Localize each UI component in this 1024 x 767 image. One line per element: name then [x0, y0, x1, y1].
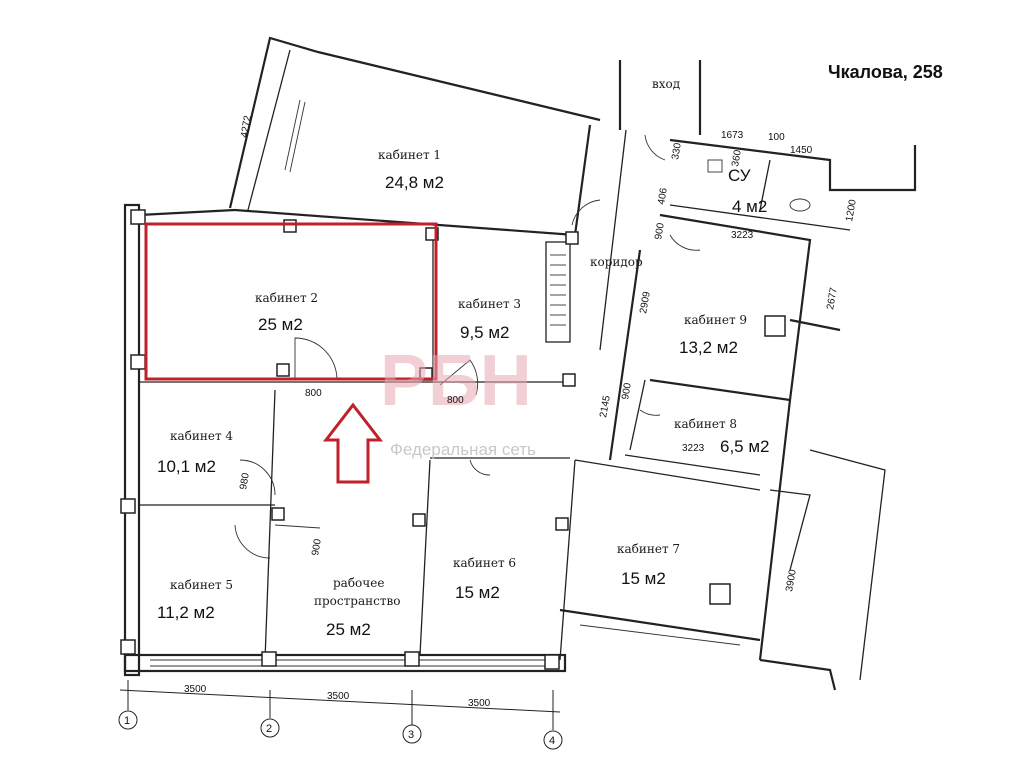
room-1-area: 24,8 м2: [385, 173, 444, 192]
room-7-name: кабинет 7: [617, 542, 680, 556]
dim-2677: 2677: [825, 286, 840, 310]
highlight-kabinet-2: [144, 222, 438, 381]
dim-2909: 2909: [638, 290, 653, 314]
entrance-label: вход: [652, 77, 680, 91]
dim-406: 406: [656, 187, 670, 206]
axis-dim-2: 3500: [327, 691, 350, 702]
workspace-area: 25 м2: [326, 620, 371, 639]
axis-3: 3: [408, 729, 414, 741]
corridor-name: коридор: [590, 255, 643, 269]
dim-800b: 800: [447, 395, 464, 406]
dim-3223a: 3223: [731, 230, 754, 241]
dim-100: 100: [768, 132, 785, 143]
address-title: Чкалова, 258: [828, 62, 943, 82]
dim-4272: 4272: [239, 114, 254, 138]
dim-800a: 800: [305, 388, 322, 399]
room-2-name: кабинет 2: [255, 291, 318, 305]
dimensions: 4272 1673 100 1450 360 330 406 900 1200 …: [238, 114, 859, 592]
watermark-logo: РБН: [380, 341, 532, 421]
dim-1673: 1673: [721, 130, 744, 141]
axis-4: 4: [549, 735, 555, 747]
room-4-name: кабинет 4: [170, 429, 233, 443]
room-5-area: 11,2 м2: [157, 603, 215, 622]
room-8-name: кабинет 8: [674, 417, 737, 431]
dim-900b: 900: [620, 382, 634, 401]
dim-900c: 900: [310, 538, 324, 557]
room-6-name: кабинет 6: [453, 556, 516, 570]
room-5-name: кабинет 5: [170, 578, 233, 592]
axis-2: 2: [266, 723, 272, 735]
shaft-hatch: [550, 254, 566, 326]
dim-360: 360: [730, 149, 744, 168]
watermark-text: Федеральная сеть: [390, 440, 536, 459]
dim-1200: 1200: [844, 198, 859, 222]
axis-dim-3: 3500: [468, 698, 491, 709]
room-7-area: 15 м2: [621, 569, 666, 588]
wc-fixtures: [707, 159, 811, 212]
dim-1450: 1450: [790, 145, 813, 156]
room-1-name: кабинет 1: [378, 148, 441, 162]
axis-1: 1: [124, 715, 130, 727]
dim-330: 330: [670, 142, 684, 161]
room-3-name: кабинет 3: [458, 297, 521, 311]
room-4-area: 10,1 м2: [157, 457, 216, 476]
room-9-area: 13,2 м2: [679, 338, 738, 357]
workspace-name-1: рабочее: [333, 576, 384, 590]
doors: [234, 134, 701, 559]
axis-dim-1: 3500: [184, 684, 207, 695]
room-labels: кабинет 1 24,8 м2 кабинет 2 25 м2 кабине…: [157, 77, 770, 639]
room-6-area: 15 м2: [455, 583, 500, 602]
wc-area: 4 м2: [732, 197, 767, 216]
room-3-area: 9,5 м2: [460, 323, 510, 342]
room-8-area: 6,5 м2: [720, 437, 770, 456]
room-9-name: кабинет 9: [684, 313, 747, 327]
grid-axes: 3500 3500 3500 1 2 3 4: [118, 680, 563, 750]
dim-900a: 900: [653, 222, 667, 241]
dim-3223b: 3223: [682, 443, 705, 454]
room-2-area: 25 м2: [258, 315, 303, 334]
workspace-name-2: пространство: [314, 594, 400, 608]
arrow-up-icon: [322, 402, 384, 484]
wc-name: СУ: [728, 166, 751, 185]
dim-3900: 3900: [784, 568, 799, 592]
dim-2145: 2145: [598, 394, 613, 418]
dim-980: 980: [238, 472, 252, 491]
